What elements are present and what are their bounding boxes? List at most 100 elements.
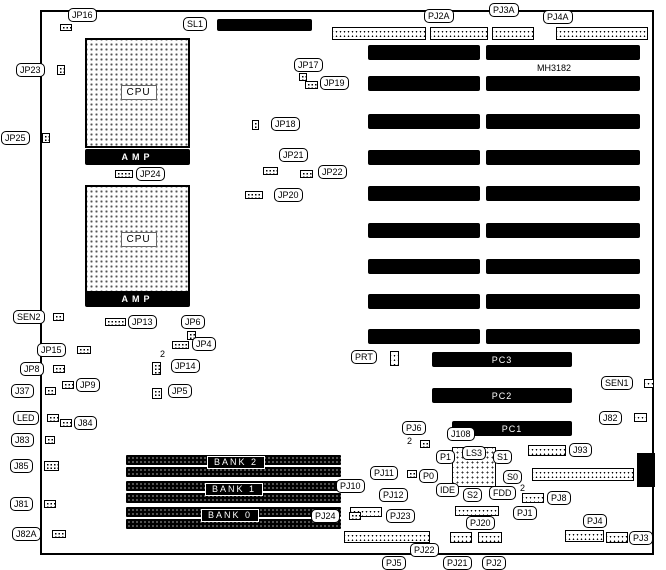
connector-strip-s0 <box>532 468 634 481</box>
slot-bar-isa1-r <box>486 45 640 60</box>
slot-bar-isa2-r <box>486 76 640 91</box>
slot-bar-pc2: PC2 <box>432 388 572 403</box>
callout-pj23: PJ23 <box>386 509 415 523</box>
slot-bar-pc1: PC1 <box>452 421 572 436</box>
jumper-jp15 <box>77 346 91 354</box>
connector-strip-top-3 <box>492 27 534 40</box>
cpu-socket-label-2: CPU <box>120 232 157 247</box>
connector-strip-top-4 <box>556 27 648 40</box>
slot-bar-isa3-l <box>368 114 480 129</box>
slot-bar-isa7-l <box>368 259 480 274</box>
callout-j84: J84 <box>74 416 97 430</box>
callout-jp20: JP20 <box>274 188 303 202</box>
callout-jp19: JP19 <box>320 76 349 90</box>
callout-pj2a: PJ2A <box>424 9 454 23</box>
bank-label-2: BANK 0 <box>201 509 260 522</box>
jumper-j37 <box>45 387 56 395</box>
jumper-jp20 <box>245 191 263 199</box>
jumper-pj6 <box>420 440 430 448</box>
jumper-pj11 <box>407 470 417 478</box>
callout-p0: P0 <box>419 469 439 483</box>
vrm-amp-bar-2: AMP <box>85 291 190 307</box>
callout-jp25: JP25 <box>1 131 30 145</box>
callout-led: LED <box>13 411 39 425</box>
jumper-jp5 <box>152 388 162 399</box>
connector-strip-pj22 <box>344 531 430 543</box>
callout-jp23: JP23 <box>16 63 45 77</box>
slot-bar-isa6-l <box>368 223 480 238</box>
callout-p1: P1 <box>436 450 456 464</box>
callout-pj3: PJ3 <box>629 531 653 545</box>
cpu-socket-1 <box>85 38 190 148</box>
callout-jp6-mid: JP6 <box>181 315 205 329</box>
callout-ls3: LS3 <box>462 446 487 460</box>
callout-j82: J82 <box>599 411 622 425</box>
jumper-jp14 <box>152 362 161 375</box>
callout-pj11: PJ11 <box>370 466 398 480</box>
callout-pj4a: PJ4A <box>543 10 573 24</box>
connector-strip-top-2 <box>430 27 488 40</box>
callout-prt: PRT <box>351 350 377 364</box>
callout-jp5: JP5 <box>168 384 192 398</box>
callout-jp4: JP4 <box>192 337 216 351</box>
jumper-jp22 <box>300 170 313 178</box>
jumper-j83 <box>45 436 55 444</box>
jumper-j84 <box>60 419 72 427</box>
callout-j81: J81 <box>10 497 33 511</box>
callout-pj1: PJ1 <box>513 506 537 520</box>
text-qty-fdd: 2 <box>520 483 526 493</box>
callout-s1: S1 <box>493 450 513 464</box>
jumper-jp8 <box>53 365 65 373</box>
slot-bar-isa4-l <box>368 150 480 165</box>
jumper-jp25 <box>42 133 50 143</box>
bank-label-0: BANK 2 <box>207 456 266 469</box>
callout-jp17: JP17 <box>294 58 323 72</box>
connector-strip-pj2 <box>478 532 502 543</box>
connector-strip-top-1 <box>332 27 426 40</box>
slot-bar-isa9-r <box>486 329 640 344</box>
callout-pj2: PJ2 <box>482 556 506 570</box>
connector-strip-sen1 <box>644 379 654 388</box>
slot-bar-isa8-r <box>486 294 640 309</box>
simm-socket-6 <box>126 519 341 529</box>
jumper-pj24b <box>349 512 361 520</box>
simm-socket-4 <box>126 493 341 503</box>
jumper-jp13 <box>105 318 126 326</box>
slot-bar-isa7-r <box>486 259 640 274</box>
jumper-jp23 <box>57 65 65 75</box>
callout-pj4: PJ4 <box>583 514 607 528</box>
callout-jp22: JP22 <box>318 165 347 179</box>
connector-strip-pj20 <box>455 506 499 516</box>
callout-pj22: PJ22 <box>410 543 439 557</box>
jumper-sen2 <box>53 313 64 321</box>
connector-strip-j93 <box>528 445 566 456</box>
callout-pj3a: PJ3A <box>489 3 519 17</box>
bank-label-1: BANK 1 <box>205 483 264 496</box>
slot-bar-isa1-l <box>368 45 480 60</box>
callout-sl1: SL1 <box>183 17 208 31</box>
jumper-jp9 <box>62 381 74 389</box>
cpu-socket-label-1: CPU <box>120 85 157 100</box>
callout-s0: S0 <box>503 470 523 484</box>
jumper-jp24 <box>115 170 133 178</box>
callout-sen1: SEN1 <box>601 376 633 390</box>
jumper-jp16 <box>60 24 72 31</box>
callout-pj6: PJ6 <box>402 421 426 435</box>
jumper-j85 <box>44 461 59 471</box>
slot-bar-isa4-r <box>486 150 640 165</box>
callout-jp14: JP14 <box>171 359 200 373</box>
connector-strip-pj3 <box>606 532 628 543</box>
callout-jp18: JP18 <box>271 117 300 131</box>
callout-jp16: JP16 <box>68 8 97 22</box>
callout-sen2: SEN2 <box>13 310 45 324</box>
callout-pj21: PJ21 <box>443 556 472 570</box>
jumper-jp6 <box>187 331 196 340</box>
jumper-jp18 <box>252 120 259 130</box>
callout-fdd: FDD <box>489 486 516 500</box>
text-qty-pj6: 2 <box>407 436 413 446</box>
callout-pj5: PJ5 <box>382 556 406 570</box>
callout-j82a: J82A <box>12 527 41 541</box>
callout-j83: J83 <box>11 433 34 447</box>
callout-j37: J37 <box>11 384 34 398</box>
